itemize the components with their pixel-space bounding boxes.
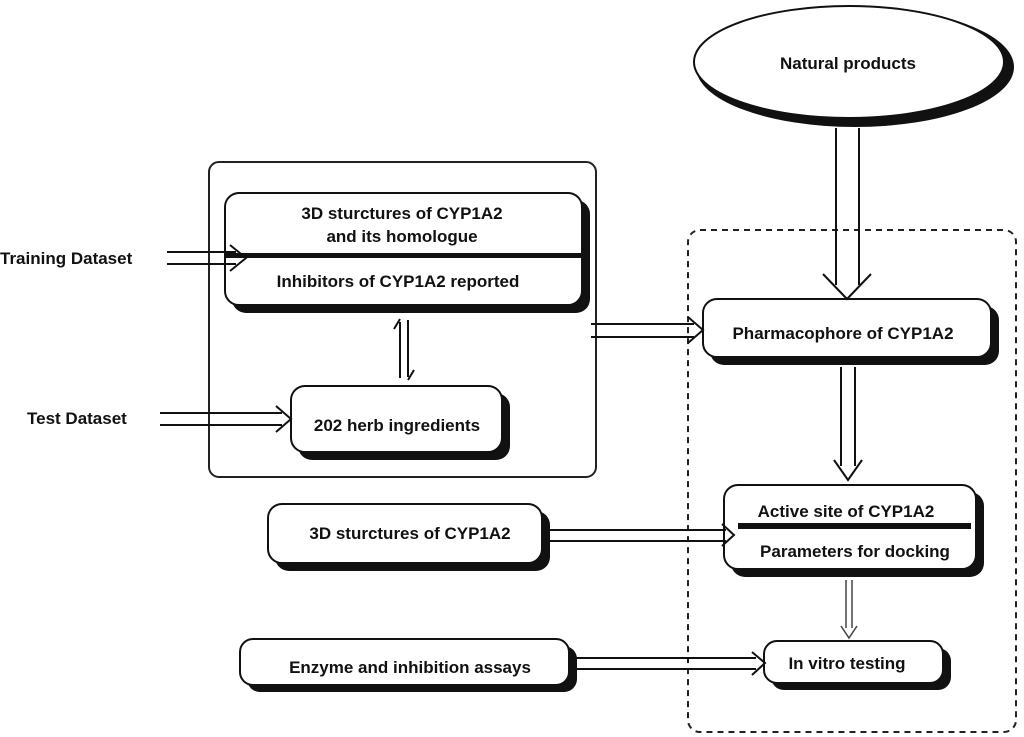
natural-products-label: Natural products bbox=[780, 54, 916, 73]
section-divider bbox=[225, 253, 582, 258]
training-group-frame bbox=[208, 161, 597, 478]
screening-group-frame bbox=[687, 229, 1017, 733]
active-site-to-in-vitro-arrow bbox=[840, 580, 858, 640]
cyp1a2-structures-box: 3D sturctures of CYP1A2 bbox=[267, 503, 550, 571]
active-site-box: Active site of CYP1A2 Parameters for doc… bbox=[723, 484, 984, 577]
herb-ingredients-box: 202 herb ingredients bbox=[290, 385, 510, 460]
natural-products-node: Natural products bbox=[693, 5, 1014, 127]
pharmacophore-to-active-site-arrow bbox=[833, 367, 863, 482]
test-dataset-arrow bbox=[160, 405, 293, 433]
test-dataset-label: Test Dataset bbox=[27, 409, 127, 428]
training-dataset-label: Training Dataset bbox=[0, 249, 133, 268]
structures-inhibitors-box: 3D sturctures of CYP1A2 and its homologu… bbox=[224, 192, 590, 313]
enzyme-assays-label: Enzyme and inhibition assays bbox=[289, 658, 531, 677]
docking-parameters-label: Parameters for docking bbox=[760, 542, 950, 561]
natural-products-arrow bbox=[822, 128, 872, 301]
enzyme-assays-box: Enzyme and inhibition assays bbox=[239, 638, 577, 692]
section-divider bbox=[738, 523, 971, 529]
pharmacophore-label: Pharmacophore of CYP1A2 bbox=[732, 324, 953, 343]
pharmacophore-box: Pharmacophore of CYP1A2 bbox=[702, 298, 999, 365]
bidirectional-arrow bbox=[393, 318, 415, 381]
in-vitro-box: In vitro testing bbox=[763, 640, 951, 690]
structures-homologue-line1: 3D sturctures of CYP1A2 bbox=[301, 204, 502, 223]
active-site-label: Active site of CYP1A2 bbox=[758, 502, 935, 521]
in-vitro-label: In vitro testing bbox=[788, 654, 905, 673]
structures-to-active-site-arrow bbox=[544, 523, 736, 547]
cyp1a2-structures-label: 3D sturctures of CYP1A2 bbox=[309, 524, 510, 543]
herb-ingredients-label: 202 herb ingredients bbox=[314, 416, 480, 435]
structures-homologue-line2: and its homologue bbox=[326, 227, 477, 246]
group-to-pharmacophore-arrow bbox=[591, 316, 705, 344]
training-dataset-arrow bbox=[167, 244, 248, 272]
assays-to-in-vitro-arrow bbox=[572, 651, 767, 676]
inhibitors-reported-label: Inhibitors of CYP1A2 reported bbox=[277, 272, 520, 291]
